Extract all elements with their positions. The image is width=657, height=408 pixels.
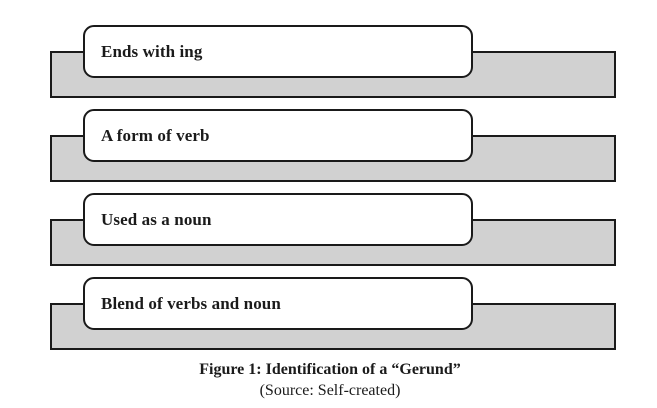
feature-label: Blend of verbs and noun: [101, 293, 281, 313]
diagram-row: Used as a noun: [0, 193, 657, 277]
feature-label: Used as a noun: [101, 209, 212, 229]
feature-label: A form of verb: [101, 125, 210, 145]
feature-box: Ends with ing: [83, 25, 473, 78]
figure-caption: Figure 1: Identification of a “Gerund” (…: [0, 359, 657, 401]
diagram-row: Blend of verbs and noun: [0, 277, 657, 361]
feature-box: A form of verb: [83, 109, 473, 162]
figure-caption-title: Figure 1: Identification of a “Gerund”: [199, 361, 461, 378]
feature-label: Ends with ing: [101, 41, 203, 61]
diagram-row: A form of verb: [0, 109, 657, 193]
figure-caption-source: (Source: Self-created): [259, 382, 401, 399]
diagram-row: Ends with ing: [0, 25, 657, 109]
feature-box: Blend of verbs and noun: [83, 277, 473, 330]
feature-box: Used as a noun: [83, 193, 473, 246]
